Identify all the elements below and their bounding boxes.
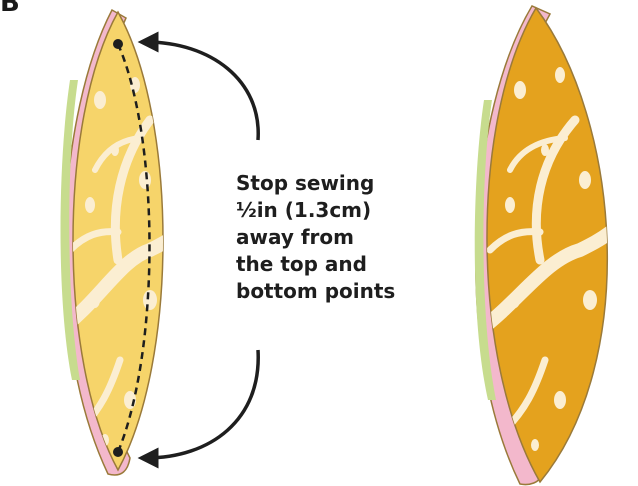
curved-arrow-down-icon (146, 350, 258, 458)
instruction-callout: Stop sewing ½in (1.3cm) away from the to… (236, 170, 436, 305)
left-fabric-piece (60, 10, 200, 475)
curved-arrow-up-icon (146, 42, 258, 140)
callout-line: bottom points (236, 278, 436, 305)
right-fabric-piece (475, 6, 638, 485)
top-point-marker-icon (113, 39, 123, 49)
callout-line: ½in (1.3cm) (236, 197, 436, 224)
callout-line: Stop sewing (236, 170, 436, 197)
bottom-point-marker-icon (113, 447, 123, 457)
callout-line: the top and (236, 251, 436, 278)
callout-line: away from (236, 224, 436, 251)
